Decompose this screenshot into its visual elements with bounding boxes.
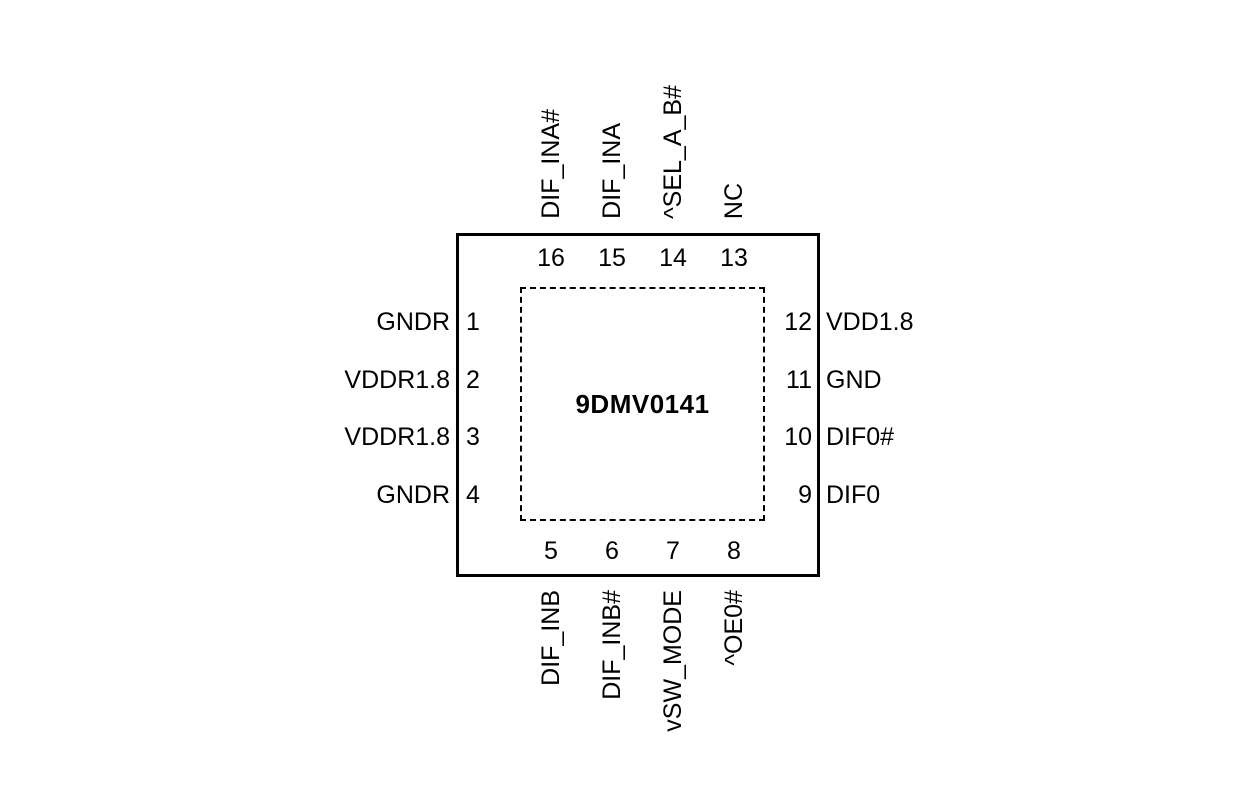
pin-label: DIF_INA — [598, 123, 626, 219]
pin-label: vSW_MODE — [659, 590, 687, 732]
pin-number: 9 — [798, 481, 812, 509]
pin-label: VDDR1.8 — [344, 366, 450, 394]
pin-number: 8 — [727, 537, 741, 565]
pin-label: GNDR — [376, 308, 450, 336]
pin-label: VDD1.8 — [826, 308, 914, 336]
pin-number: 14 — [659, 244, 687, 272]
pin-number: 15 — [598, 244, 626, 272]
pin-label: GNDR — [376, 481, 450, 509]
pin-number: 3 — [466, 423, 480, 451]
pin-number: 16 — [537, 244, 565, 272]
pin-number: 1 — [466, 308, 480, 336]
pin-number: 2 — [466, 366, 480, 394]
pin-label: VDDR1.8 — [344, 423, 450, 451]
pin-label: DIF0# — [826, 423, 895, 451]
pin-label: DIF0 — [826, 481, 881, 509]
pin-label: DIF_INA# — [537, 109, 565, 219]
pin-number: 4 — [466, 481, 480, 509]
chip-inner-outline — [520, 287, 765, 521]
pin-number: 5 — [544, 537, 558, 565]
pin-label: NC — [720, 182, 748, 219]
pin-number: 12 — [784, 308, 812, 336]
chip-name: 9DMV0141 — [575, 388, 710, 419]
pin-label: DIF_INB — [537, 590, 565, 686]
pin-label: GND — [826, 366, 882, 394]
pin-label: ^SEL_A_B# — [659, 84, 687, 219]
pin-number: 11 — [786, 366, 812, 394]
pin-number: 7 — [666, 537, 680, 565]
pin-label: DIF_INB# — [598, 590, 626, 700]
pin-label: ^OE0# — [720, 590, 748, 666]
pin-number: 6 — [605, 537, 619, 565]
pin-number: 13 — [720, 244, 748, 272]
pin-number: 10 — [784, 423, 812, 451]
